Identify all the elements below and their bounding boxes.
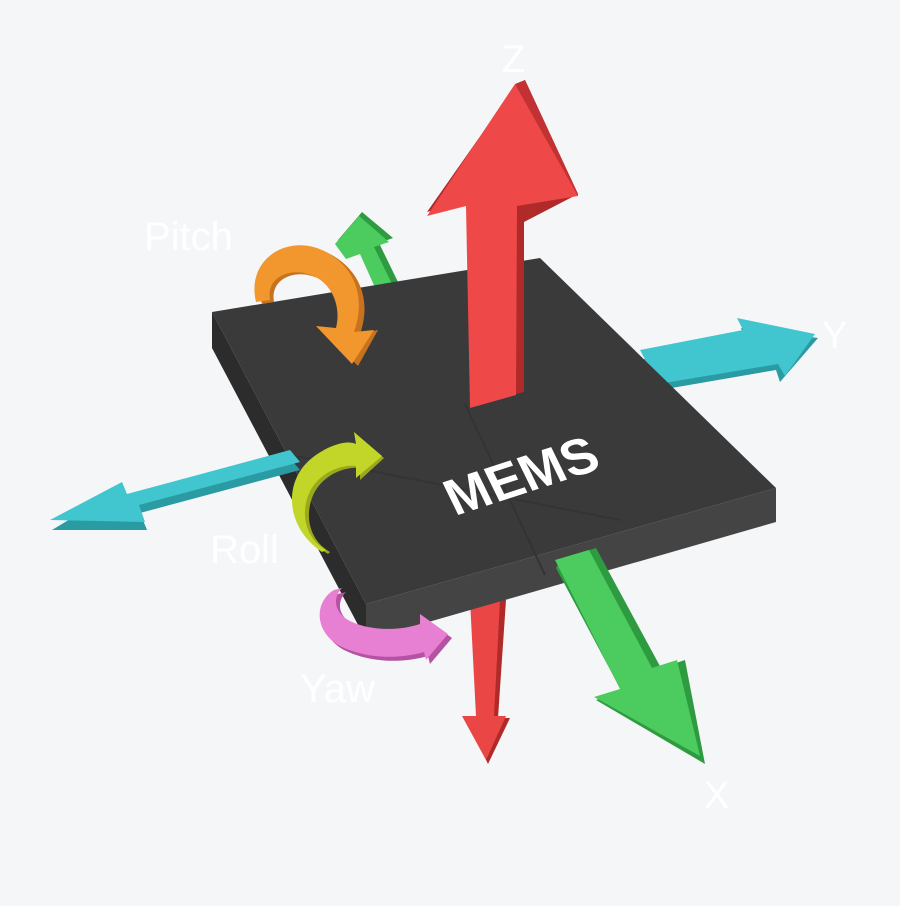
z-axis-arrow-down [462, 600, 510, 764]
z-axis-label: Z [502, 39, 525, 81]
y-axis-label: Y [822, 315, 847, 357]
yaw-arrow [319, 588, 452, 664]
x-axis-label: X [704, 775, 729, 817]
pitch-label: Pitch [144, 215, 233, 259]
x-axis-arrow-front [555, 548, 705, 764]
x-axis-arrow-back [335, 212, 398, 292]
z-axis-arrow-up [427, 80, 578, 408]
y-axis-arrow-left [50, 450, 300, 530]
roll-arrow [291, 432, 384, 554]
pitch-arrow [254, 245, 378, 366]
roll-label: Roll [210, 528, 279, 572]
y-axis-arrow-right [640, 318, 818, 390]
yaw-label: Yaw [300, 667, 375, 711]
